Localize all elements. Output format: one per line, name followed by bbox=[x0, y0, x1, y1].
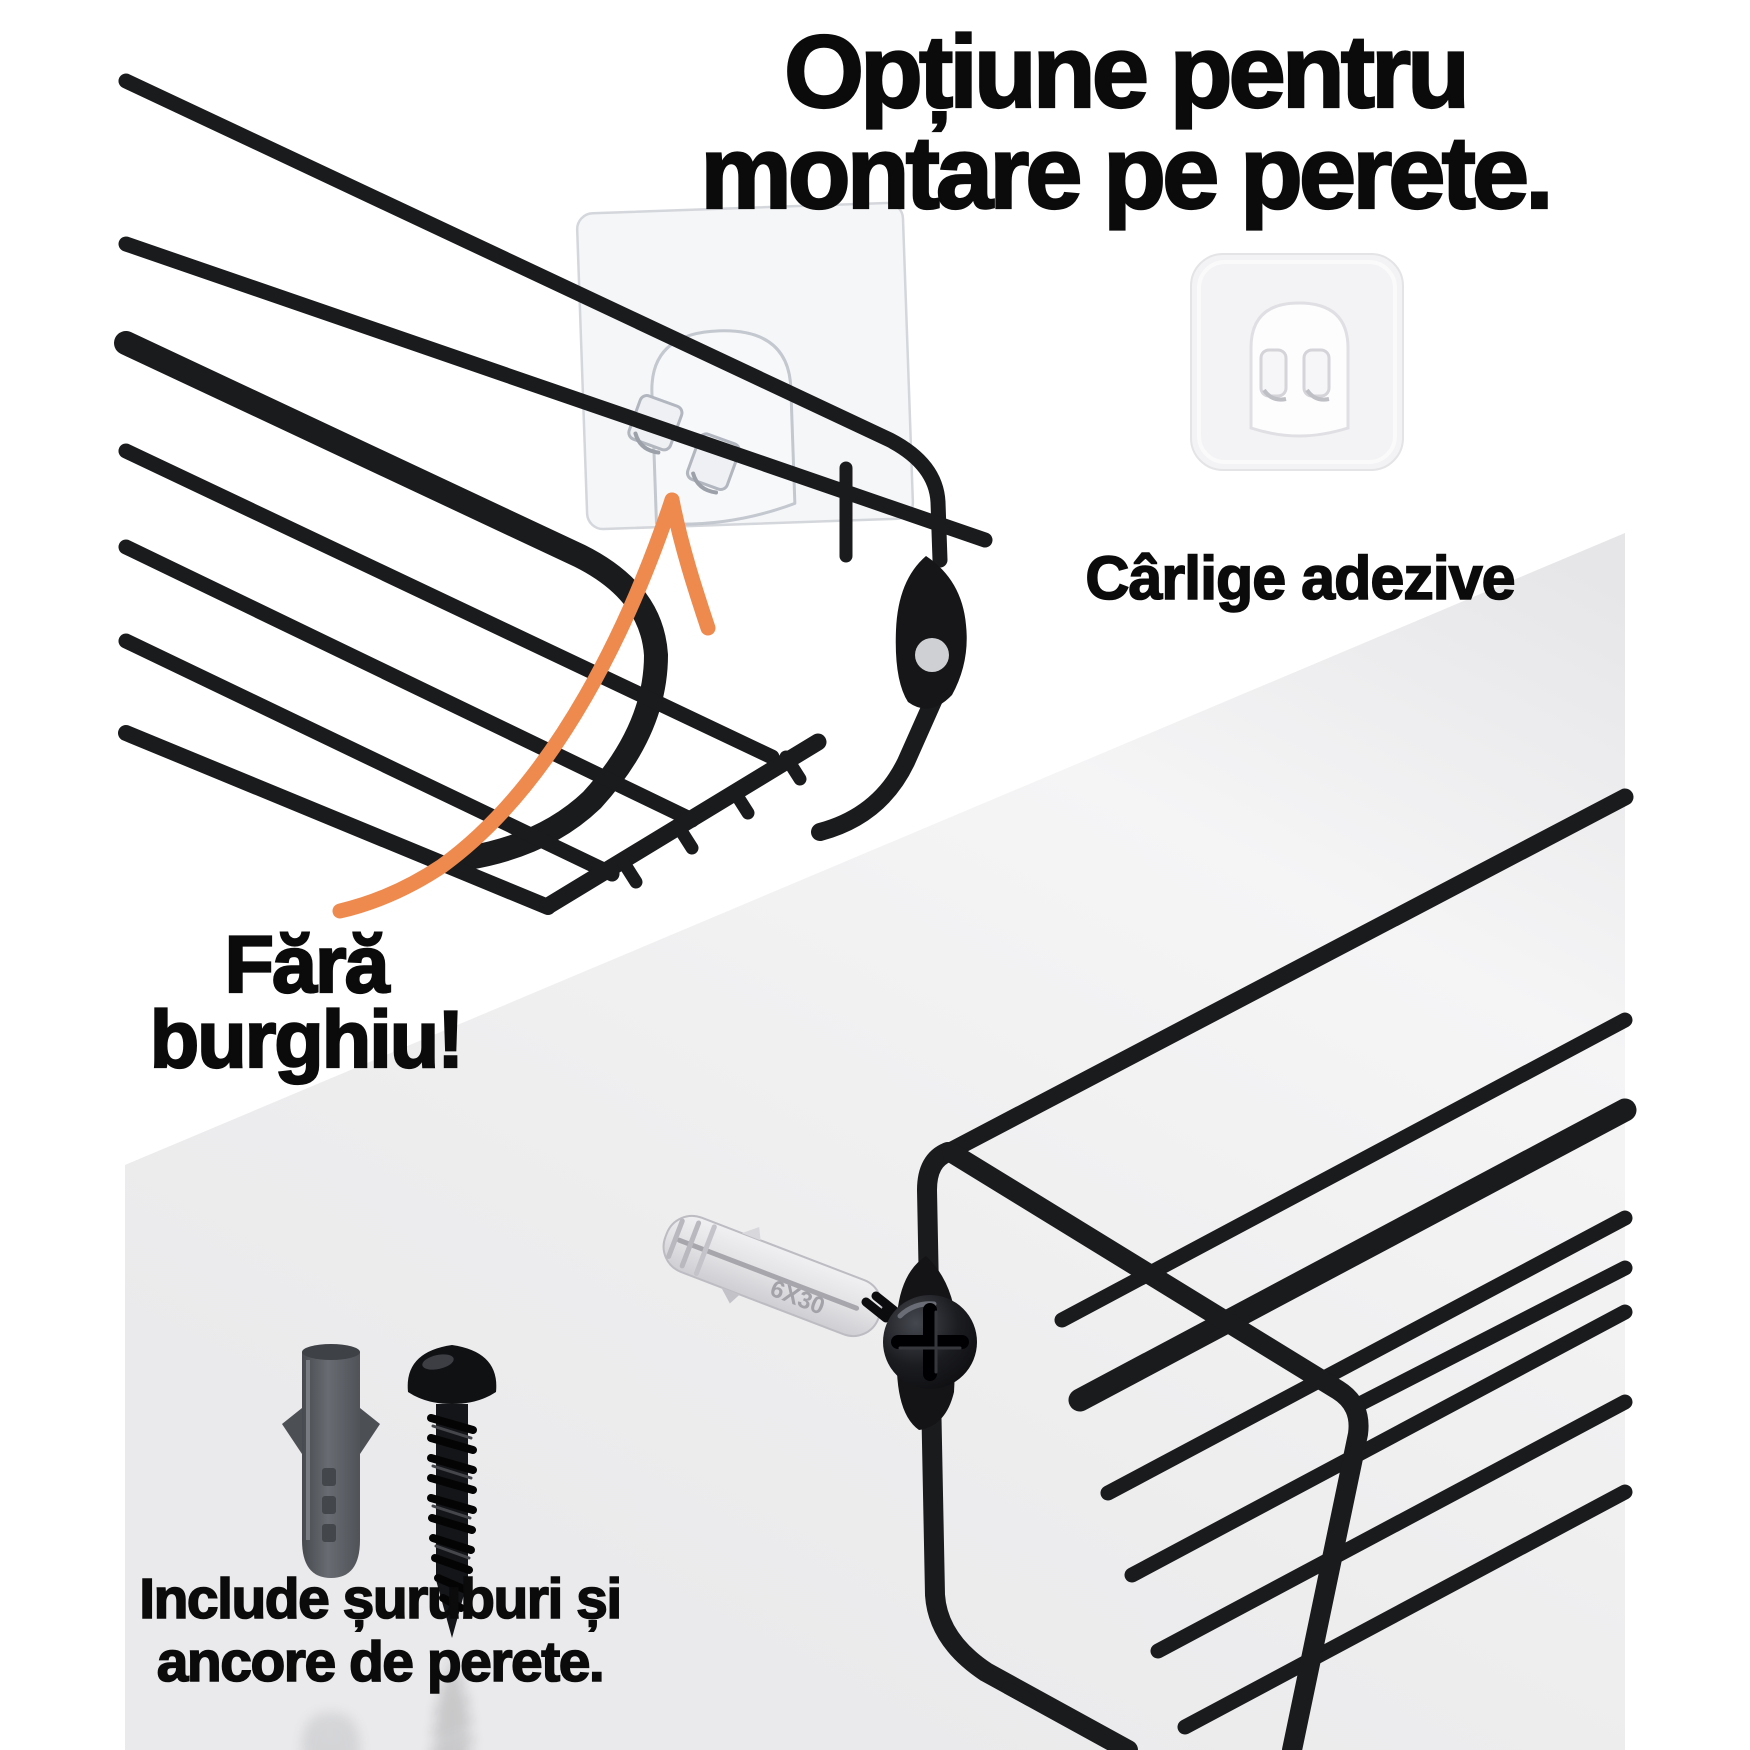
wire-end-stub bbox=[1069, 1717, 1105, 1743]
wall-plug-standing bbox=[282, 1344, 380, 1578]
no-drill-line-2: burghiu! bbox=[149, 995, 466, 1086]
title-line-2: montare pe perete. bbox=[699, 114, 1555, 230]
screw-head bbox=[883, 1295, 977, 1389]
shelf-top-rail bbox=[943, 788, 1634, 1159]
wire-end-stub bbox=[671, 819, 699, 855]
includes-line-1: Include șuruburi și bbox=[138, 1567, 623, 1631]
shelf-wire bbox=[118, 539, 700, 828]
frame-side-edge bbox=[811, 681, 947, 841]
wire-end-stub bbox=[615, 853, 643, 889]
plug-fin bbox=[282, 1408, 302, 1454]
shelf-floor-rod bbox=[1100, 1210, 1633, 1501]
includes-line-2: ancore de perete. bbox=[156, 1629, 606, 1694]
shelf-top-rail-wire bbox=[118, 73, 948, 568]
mounting-hole bbox=[915, 638, 949, 672]
title-line-1: Opțiune pentru bbox=[783, 14, 1471, 129]
page-title: Opțiune pentru montare pe perete. bbox=[545, 14, 1705, 230]
shelf-floor-rod bbox=[1068, 1098, 1637, 1412]
plug-fin bbox=[360, 1408, 380, 1454]
screw-standing bbox=[407, 1345, 497, 1638]
mounting-tab bbox=[895, 556, 967, 709]
shelf-inner-rail bbox=[1344, 1260, 1633, 1416]
pad-arch bbox=[1249, 301, 1350, 438]
pad-hook-prongs bbox=[1259, 348, 1331, 402]
arrow-tail bbox=[332, 492, 680, 919]
end-frame-top-edge bbox=[942, 1143, 1369, 1750]
adhesive-hooks-label: Cârlige adezive bbox=[1085, 543, 1517, 613]
hardware-plug-and-screw bbox=[282, 1344, 497, 1638]
arrow-head-leg bbox=[664, 492, 716, 636]
screw-threads bbox=[427, 1414, 477, 1612]
wire-end-stub bbox=[1001, 1681, 1037, 1707]
shelf-wire bbox=[118, 443, 780, 765]
shelf-floor-rod bbox=[1150, 1394, 1633, 1659]
end-frame-left-edge bbox=[917, 1142, 1138, 1750]
shelf-front-rail-wire bbox=[114, 331, 668, 870]
wire-end-stub bbox=[779, 750, 807, 786]
shelf-floor-rod bbox=[1177, 1484, 1633, 1735]
includes-callout: Include șuruburi și ancore de perete. bbox=[70, 1567, 690, 1694]
bottom-shelf-photo: 6X30 bbox=[662, 788, 1637, 1750]
adhesive-hook-pad bbox=[1190, 253, 1404, 471]
no-drill-callout: Fără burghiu! bbox=[96, 920, 516, 1086]
shelf-floor-rod bbox=[1124, 1304, 1633, 1583]
shelf-wire bbox=[118, 633, 620, 882]
studio-backdrop bbox=[125, 533, 1625, 1750]
wall-plug-horizontal: 6X30 bbox=[662, 1214, 883, 1338]
no-drill-line-1: Fără bbox=[223, 920, 390, 1010]
top-shelf-photo bbox=[114, 73, 993, 915]
shelf-bottom-rail-wire bbox=[118, 725, 556, 915]
wire-end-stub bbox=[727, 784, 755, 820]
arrow-no-drill bbox=[332, 492, 716, 919]
